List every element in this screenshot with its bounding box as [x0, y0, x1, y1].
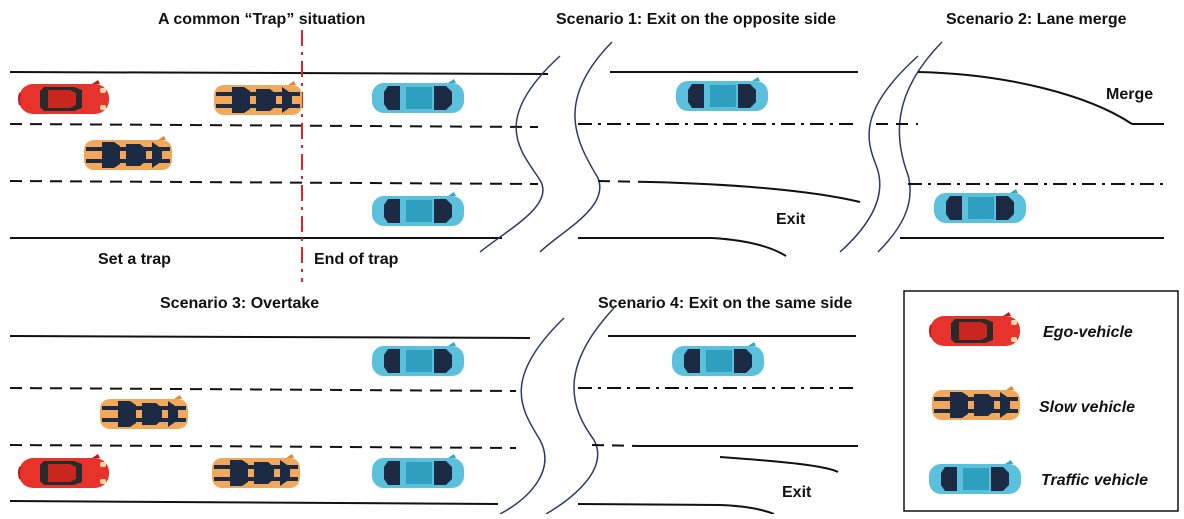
road-break-line — [539, 41, 613, 253]
label-exit-scenario-1: Exit — [776, 211, 806, 228]
title-scenario-4: Scenario 4: Exit on the same side — [598, 295, 852, 312]
slow-vehicle — [214, 81, 302, 115]
road-break-line — [839, 55, 919, 253]
label-set-trap: Set a trap — [98, 251, 171, 268]
trap-road — [9, 71, 549, 239]
label-merge: Merge — [1106, 86, 1153, 103]
road-break-line — [545, 307, 615, 515]
traffic-vehicle — [934, 189, 1026, 223]
traffic-vehicle — [372, 192, 464, 226]
title-scenario-2: Scenario 2: Lane merge — [946, 11, 1127, 28]
traffic-vehicle — [372, 79, 464, 113]
road-break-line — [499, 317, 565, 515]
slow-vehicle — [84, 136, 172, 170]
road-break-line — [479, 55, 561, 253]
slow-vehicle — [212, 454, 300, 488]
legend-traffic-label: Traffic vehicle — [1041, 472, 1148, 489]
legend-slow-label: Slow vehicle — [1039, 399, 1135, 416]
legend-ego-icon — [929, 311, 1021, 347]
legend: Ego-vehicle Slow vehicle Traffic vehicle — [903, 290, 1179, 512]
traffic-vehicle — [372, 454, 464, 488]
legend-ego-label: Ego-vehicle — [1043, 324, 1133, 341]
title-scenario-1: Scenario 1: Exit on the opposite side — [556, 11, 836, 28]
traffic-vehicle — [372, 342, 464, 376]
scenario-3-road — [9, 335, 531, 505]
slow-vehicle — [100, 395, 188, 429]
label-end-trap: End of trap — [314, 251, 399, 268]
ego-vehicle — [18, 79, 110, 115]
scenario-1-road — [578, 71, 861, 257]
label-exit-scenario-4: Exit — [782, 484, 812, 501]
road-break-line — [877, 41, 943, 253]
legend-slow-icon — [932, 386, 1020, 420]
title-trap: A common “Trap” situation — [158, 11, 365, 28]
scenario-4-road — [577, 335, 858, 515]
title-scenario-3: Scenario 3: Overtake — [160, 295, 319, 312]
legend-traffic-icon — [929, 460, 1021, 494]
ego-vehicle — [18, 453, 110, 489]
traffic-vehicle — [672, 342, 764, 376]
scenario-2-road — [876, 71, 1164, 239]
traffic-vehicle — [676, 77, 768, 111]
